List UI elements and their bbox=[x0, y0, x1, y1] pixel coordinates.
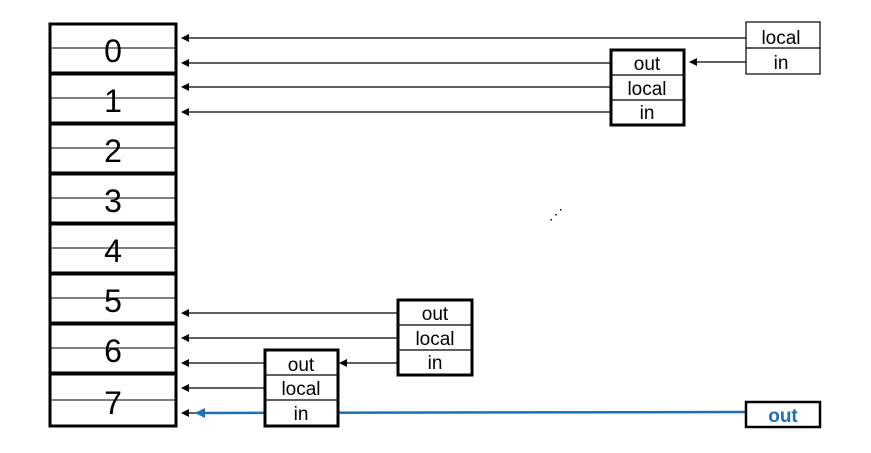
register-label-7: 7 bbox=[104, 385, 122, 421]
window-cpu-local-label: local bbox=[761, 28, 800, 49]
register-1: 1 bbox=[48, 72, 178, 125]
out-box: out bbox=[744, 400, 822, 429]
register-2: 2 bbox=[48, 122, 178, 175]
window-bottom: out local in bbox=[263, 348, 340, 428]
register-7: 7 bbox=[48, 372, 178, 428]
register-3: 3 bbox=[48, 172, 178, 225]
register-4: 4 bbox=[48, 222, 178, 275]
window-top-out-label: out bbox=[634, 54, 661, 75]
pointer-arrows bbox=[181, 34, 746, 417]
window-bottom-out-label: out bbox=[288, 355, 315, 376]
window-middle: out local in bbox=[396, 298, 474, 377]
window-bottom-in-label: in bbox=[294, 404, 309, 425]
register-label-3: 3 bbox=[104, 183, 122, 219]
window-middle-out-label: out bbox=[422, 304, 449, 325]
register-label-0: 0 bbox=[104, 33, 122, 69]
window-cpu-in-label: in bbox=[774, 53, 789, 74]
register-label-5: 5 bbox=[104, 283, 122, 319]
window-top: out local in bbox=[609, 48, 686, 127]
register-5: 5 bbox=[48, 272, 178, 325]
register-label-2: 2 bbox=[104, 133, 122, 169]
window-top-local-label: local bbox=[627, 79, 666, 100]
register-label-1: 1 bbox=[104, 83, 122, 119]
register-label-4: 4 bbox=[104, 233, 122, 269]
register-label-6: 6 bbox=[104, 333, 122, 369]
window-middle-local-label: local bbox=[415, 329, 454, 350]
out-box-label: out bbox=[768, 406, 798, 427]
ellipsis-mark: ⋰ bbox=[549, 206, 563, 222]
window-cpu: local in bbox=[745, 21, 821, 75]
register-6: 6 bbox=[48, 322, 178, 375]
window-bottom-local-label: local bbox=[281, 379, 320, 400]
register-0: 0 bbox=[48, 22, 178, 75]
register-stack: 0 1 2 3 4 5 6 bbox=[48, 22, 178, 428]
window-middle-in-label: in bbox=[428, 353, 443, 374]
window-top-in-label: in bbox=[640, 103, 655, 124]
